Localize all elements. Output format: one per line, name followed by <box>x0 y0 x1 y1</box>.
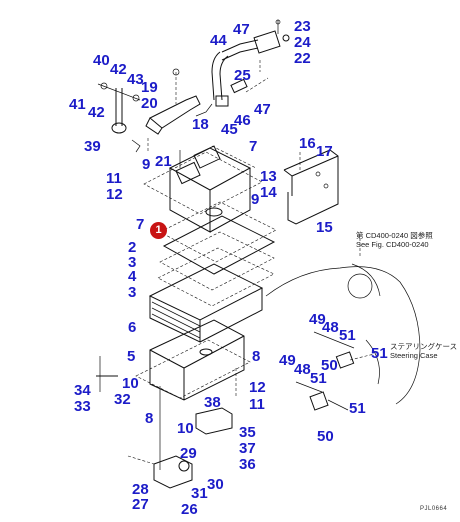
callout-9: 9 <box>142 156 151 173</box>
callout-7b: 7 <box>136 216 145 233</box>
callout-24: 24 <box>294 34 311 51</box>
callout-38: 38 <box>204 394 221 411</box>
callout-3b: 3 <box>128 284 137 301</box>
callout-17: 17 <box>316 143 333 160</box>
radiator-core-stack <box>135 201 277 470</box>
callout-23: 23 <box>294 18 311 35</box>
callout-42b: 42 <box>88 104 105 121</box>
steering-case-jp: ステアリングケース <box>390 342 458 351</box>
ref-note-en: See Fig. CD400-0240 <box>356 240 429 249</box>
callout-33: 33 <box>74 398 91 415</box>
callout-49: 49 <box>309 311 326 328</box>
callout-30: 30 <box>207 476 224 493</box>
callout-48b: 48 <box>294 361 311 378</box>
side-bracket <box>283 149 339 225</box>
callout-14: 14 <box>260 184 277 201</box>
callout-27: 27 <box>132 496 149 513</box>
callout-46: 46 <box>234 112 251 129</box>
callout-44: 44 <box>210 32 227 49</box>
highlight-marker: 1 <box>150 222 167 239</box>
callout-29: 29 <box>180 445 197 462</box>
callout-10: 10 <box>122 375 139 392</box>
callout-9b: 9 <box>251 191 260 208</box>
callout-2: 2 <box>128 239 137 256</box>
callout-13: 13 <box>260 168 277 185</box>
callout-39: 39 <box>84 138 101 155</box>
callout-43: 43 <box>127 71 144 88</box>
drawing-code: PJL0664 <box>420 506 448 512</box>
callout-32: 32 <box>114 391 131 408</box>
callout-11b: 11 <box>249 396 265 413</box>
callout-6: 6 <box>128 319 137 336</box>
callout-41: 41 <box>69 96 86 113</box>
callout-10b: 10 <box>177 420 194 437</box>
callout-31: 31 <box>191 485 208 502</box>
callout-5: 5 <box>127 348 136 365</box>
callout-40: 40 <box>93 52 110 69</box>
callout-11: 11 <box>106 170 122 187</box>
callout-50b: 50 <box>317 428 334 445</box>
left-pipe-bracket <box>97 68 201 153</box>
ref-note-jp: 第 CD400-0240 図参照 <box>356 231 433 240</box>
callout-18: 18 <box>192 116 209 133</box>
callout-51d: 51 <box>349 400 366 417</box>
callout-4: 4 <box>128 268 137 285</box>
callout-16: 16 <box>299 135 316 152</box>
callout-3: 3 <box>128 254 137 271</box>
steering-case-outline <box>265 236 421 405</box>
callout-25: 25 <box>234 67 251 84</box>
callout-35: 35 <box>239 424 256 441</box>
callout-36: 36 <box>239 456 256 473</box>
callout-20: 20 <box>141 95 158 112</box>
callout-49b: 49 <box>279 352 296 369</box>
callout-28: 28 <box>132 481 149 498</box>
callout-26: 26 <box>181 501 198 518</box>
callout-8b: 8 <box>145 410 154 427</box>
callout-51b: 51 <box>371 345 388 362</box>
callout-7: 7 <box>249 138 258 155</box>
steering-case-en: Steering Case <box>390 351 438 360</box>
callout-48: 48 <box>322 319 339 336</box>
callout-19: 19 <box>141 79 158 96</box>
callout-21: 21 <box>155 153 172 170</box>
callout-12: 12 <box>106 186 123 203</box>
callout-37: 37 <box>239 440 256 457</box>
callout-12b: 12 <box>249 379 266 396</box>
callout-42: 42 <box>110 61 127 78</box>
callout-51: 51 <box>339 327 356 344</box>
callout-22: 22 <box>294 50 311 67</box>
callout-50: 50 <box>321 357 338 374</box>
hose-clamps <box>295 331 375 411</box>
callout-51c: 51 <box>310 370 327 387</box>
radiator-top-tank <box>143 145 263 233</box>
callout-47: 47 <box>233 21 250 38</box>
callout-47b: 47 <box>254 101 271 118</box>
callout-15: 15 <box>316 219 333 236</box>
callout-45: 45 <box>221 121 238 138</box>
lower-mount <box>96 356 233 489</box>
upper-pipe-assembly <box>195 19 290 117</box>
callout-34: 34 <box>74 382 91 399</box>
callout-8: 8 <box>252 348 261 365</box>
